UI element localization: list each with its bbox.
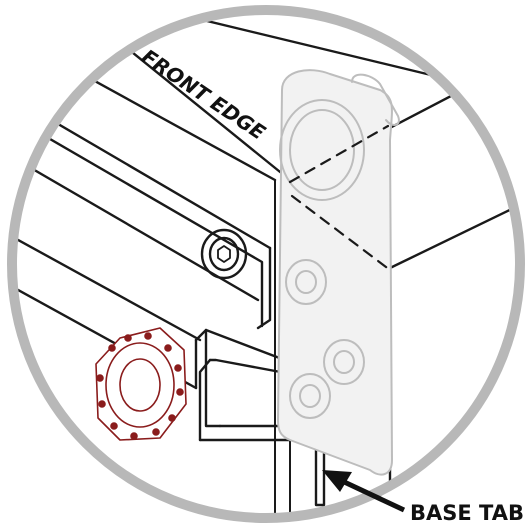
hidden-lines (288, 124, 392, 272)
detail-circle-ring (7, 5, 525, 523)
arrow-head-icon (322, 470, 352, 492)
base-tab-label: BASE TAB (410, 501, 524, 525)
base-tab-leader (322, 470, 406, 513)
mounting-plate-ghost (277, 69, 400, 476)
leveler-nut (95, 327, 187, 441)
rail-screw (200, 228, 248, 280)
detail-contents (12, 10, 520, 518)
